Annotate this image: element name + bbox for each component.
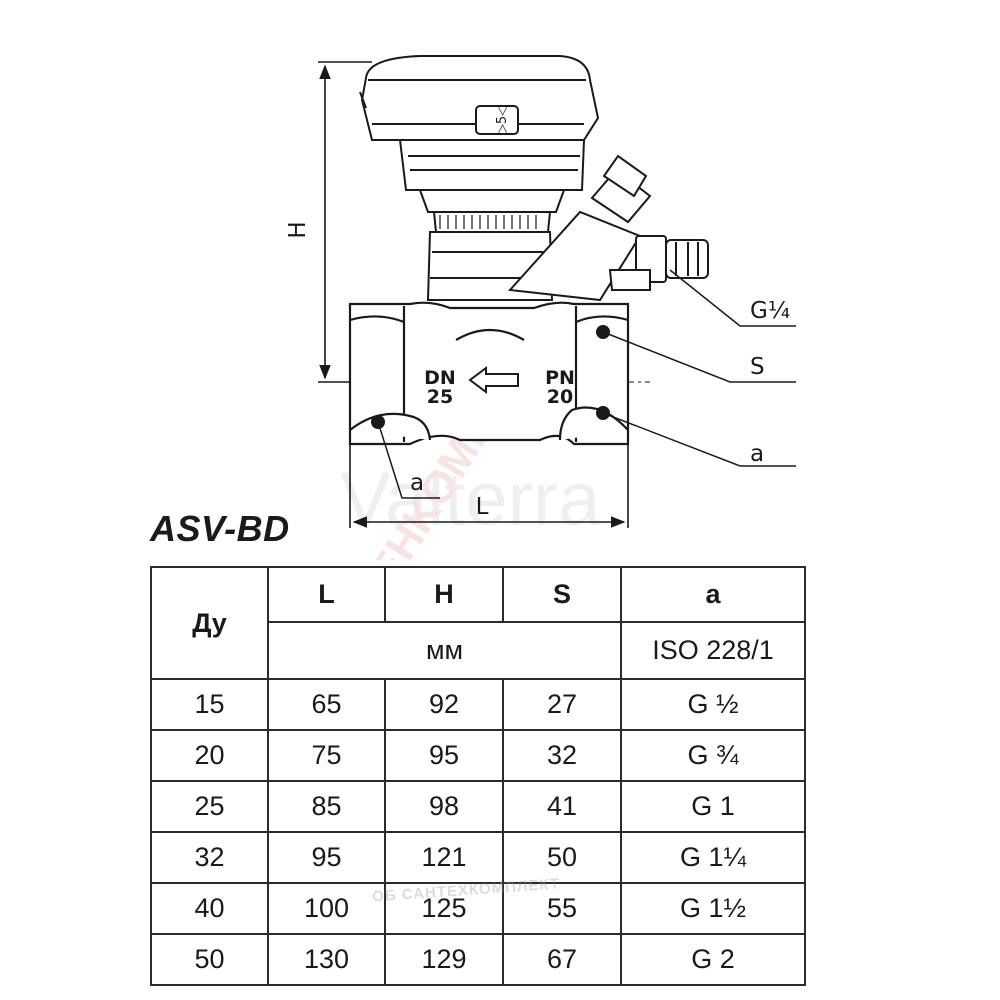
watermark-brand: Valterra [340, 457, 601, 542]
unit-iso: ISO 228/1 [620, 621, 806, 680]
cell-l: 130 [267, 933, 386, 986]
cell-a: G 1 [620, 780, 806, 833]
table-header-row: Ду L H S a [150, 566, 806, 680]
header-h: H [384, 566, 504, 623]
table-row: 50 130 129 67 G 2 [150, 933, 806, 986]
body-mark-dn-value: 25 [427, 386, 453, 408]
table-row: 25 85 98 41 G 1 [150, 780, 806, 833]
cell-h: 98 [384, 780, 504, 833]
height-label: H [285, 221, 311, 238]
valve-technical-drawing: Valterra SANTEHKOMPLEKT H L ▷5◁ [285, 55, 796, 560]
length-dimension [349, 440, 629, 528]
cell-du: 32 [150, 831, 269, 884]
table-row: 20 75 95 32 G ¾ [150, 729, 806, 782]
cell-du: 40 [150, 882, 269, 935]
cell-du: 25 [150, 780, 269, 833]
table-row: 32 95 121 50 G 1¼ [150, 831, 806, 884]
table-row: 40 100 125 55 G 1½ [150, 882, 806, 935]
callout-gauge: G¹⁄₄ [750, 298, 790, 324]
cell-s: 27 [502, 678, 622, 731]
cell-l: 95 [267, 831, 386, 884]
cell-du: 20 [150, 729, 269, 782]
cell-h: 129 [384, 933, 504, 986]
dimensions-table: Ду L H S a мм ISO 228/1 15 65 92 27 G ½ … [150, 566, 806, 986]
cell-l: 85 [267, 780, 386, 833]
body-mark-pn: PN [545, 367, 575, 389]
svg-text:▷5◁: ▷5◁ [495, 106, 510, 134]
table-row: 15 65 92 27 G ½ [150, 678, 806, 731]
cell-h: 92 [384, 678, 504, 731]
header-s: S [502, 566, 622, 623]
header-du: Ду [150, 566, 269, 680]
callout-leaders [377, 269, 796, 499]
unit-mm: мм [267, 621, 622, 680]
cell-s: 41 [502, 780, 622, 833]
cell-l: 75 [267, 729, 386, 782]
table-unit-row: мм ISO 228/1 [151, 621, 806, 680]
cell-h: 121 [384, 831, 504, 884]
cell-a: G ½ [620, 678, 806, 731]
body-mark-dn: DN [424, 367, 456, 389]
measuring-branch [507, 154, 709, 302]
callout-thread-right: a [750, 441, 764, 467]
callout-wrench: S [750, 354, 765, 380]
cell-a: G 1½ [620, 882, 806, 935]
handwheel-cap: ▷5◁ [359, 55, 600, 141]
header-l: L [267, 566, 386, 623]
cell-s: 67 [502, 933, 622, 986]
cell-h: 125 [384, 882, 504, 935]
header-a: a [620, 566, 806, 623]
cell-l: 65 [267, 678, 386, 731]
cell-du: 50 [150, 933, 269, 986]
length-label: L [476, 494, 489, 520]
knurled-ring [439, 215, 537, 229]
cell-s: 55 [502, 882, 622, 935]
flow-arrow-icon [468, 366, 519, 394]
model-title: ASV-BD [150, 508, 290, 549]
cell-a: G ¾ [620, 729, 806, 782]
cell-s: 50 [502, 831, 622, 884]
cell-a: G 2 [620, 933, 806, 986]
cell-du: 15 [150, 678, 269, 731]
body-mark-pn-value: 20 [547, 386, 573, 408]
cell-s: 32 [502, 729, 622, 782]
cell-h: 95 [384, 729, 504, 782]
cell-l: 100 [267, 882, 386, 935]
cell-a: G 1¼ [620, 831, 806, 884]
callout-thread-left: a [410, 470, 424, 496]
actuator-collar [398, 139, 586, 233]
